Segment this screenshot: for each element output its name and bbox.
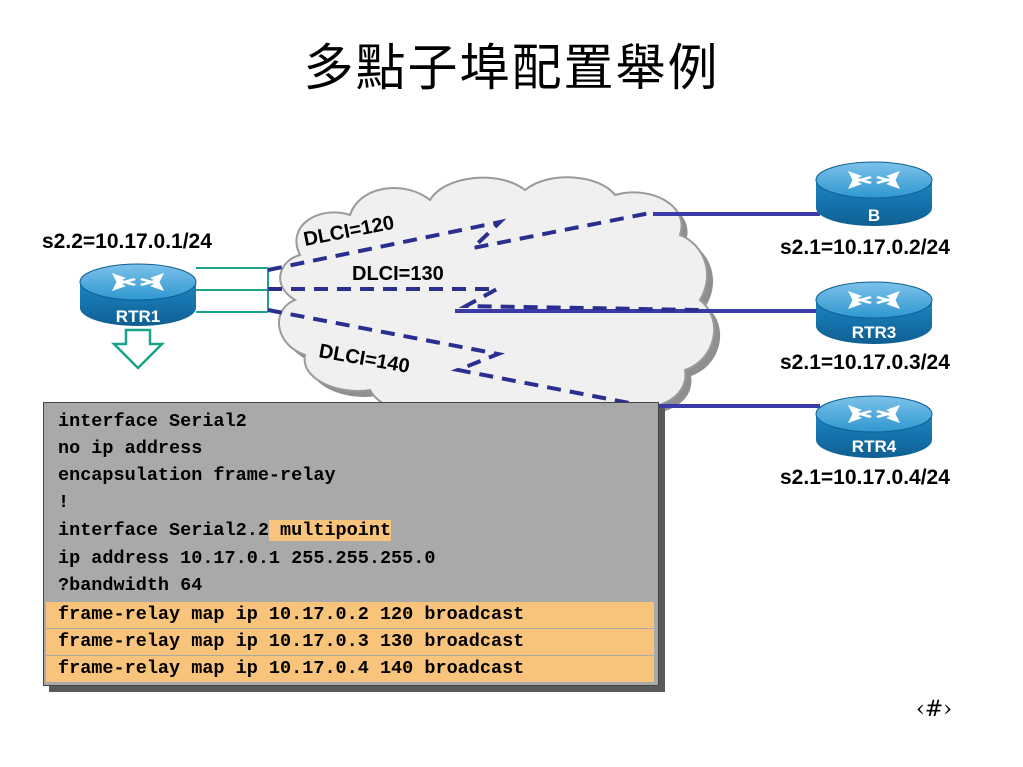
b-label: B bbox=[868, 206, 880, 225]
frame-relay-map-line: frame-relay map ip 10.17.0.3 130 broadca… bbox=[46, 629, 654, 655]
rtr1-subinterface-lines bbox=[196, 267, 269, 313]
config-line: ?bandwidth 64 bbox=[58, 575, 203, 596]
multipoint-highlight: multipoint bbox=[268, 520, 392, 541]
frame-relay-map-line: frame-relay map ip 10.17.0.4 140 broadca… bbox=[46, 656, 654, 682]
rtr1-address-label: s2.2=10.17.0.1/24 bbox=[42, 230, 212, 253]
rtr3-label: RTR3 bbox=[852, 323, 896, 342]
config-line: encapsulation frame-relay bbox=[58, 465, 336, 486]
pvc-dashed-lines bbox=[267, 210, 701, 408]
frame-relay-map-line: frame-relay map ip 10.17.0.2 120 broadca… bbox=[46, 602, 654, 628]
rtr1-label: RTR1 bbox=[116, 307, 160, 326]
config-line: ! bbox=[58, 492, 70, 513]
pvc-dlci-120 bbox=[267, 210, 656, 272]
config-line-prefix: interface Serial2.2 bbox=[58, 520, 269, 541]
dlci-130-label: DLCI=130 bbox=[352, 263, 444, 285]
rtr4-label: RTR4 bbox=[852, 437, 897, 456]
config-line: ip address 10.17.0.1 255.255.255.0 bbox=[58, 548, 436, 569]
rtr4-address-label: s2.1=10.17.0.4/24 bbox=[780, 466, 950, 489]
rtr3-address-label: s2.1=10.17.0.3/24 bbox=[780, 351, 950, 374]
config-line: interface Serial2.2 multipoint bbox=[58, 518, 392, 544]
router-b[interactable]: B bbox=[815, 161, 933, 226]
slide-title: 多點子埠配置舉例 bbox=[303, 39, 720, 97]
serial-links bbox=[455, 212, 820, 408]
down-arrow-icon bbox=[110, 328, 166, 370]
router-rtr3[interactable]: RTR3 bbox=[815, 281, 933, 344]
config-box: interface Serial2 no ip address encapsul… bbox=[43, 402, 659, 686]
router-rtr1[interactable]: RTR1 bbox=[79, 263, 197, 326]
b-address-label: s2.1=10.17.0.2/24 bbox=[780, 236, 950, 259]
pvc-dlci-140 bbox=[267, 308, 646, 408]
page-number: ‹#› bbox=[916, 697, 953, 722]
router-rtr4[interactable]: RTR4 bbox=[815, 395, 933, 458]
config-line: no ip address bbox=[58, 438, 203, 459]
config-line: interface Serial2 bbox=[58, 411, 247, 432]
pvc-dlci-130 bbox=[268, 287, 701, 312]
